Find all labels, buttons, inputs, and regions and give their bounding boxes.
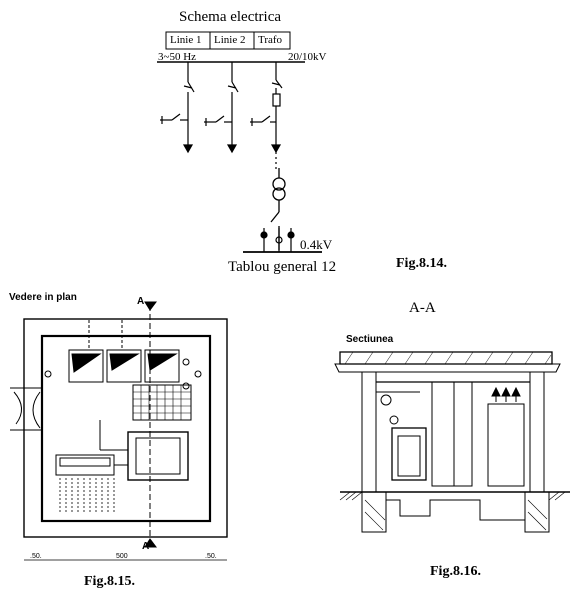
section-roof-hatch [344, 351, 552, 365]
figure-caption-8-14: Fig.8.14. [396, 256, 447, 271]
cell-boxes [165, 31, 291, 50]
dimension-middle: 500 [116, 553, 128, 560]
feeder-trafo [250, 62, 283, 170]
lv-outgoing [260, 228, 295, 252]
cell-label-linie2: Linie 2 [214, 34, 246, 46]
schema-title: Schema electrica [179, 9, 282, 25]
plan-crosshatch [133, 385, 191, 420]
section-view [334, 351, 570, 533]
plan-cable-lines [59, 478, 115, 512]
cell-label-linie1: Linie 1 [170, 34, 202, 46]
feeder-linie2 [204, 62, 239, 154]
dimension-right: .50. [205, 553, 217, 560]
section-ground-hatch [339, 491, 566, 531]
lv-voltage-label: 0.4kV [300, 237, 333, 252]
frequency-label: 3~50 Hz [158, 51, 197, 63]
section-mark-bottom: A [142, 541, 150, 552]
section-mark-top: A [137, 296, 145, 307]
hv-voltage-label: 20/10kV [288, 51, 327, 63]
figure-caption-8-15: Fig.8.15. [84, 574, 135, 589]
feeder-linie1 [160, 62, 195, 154]
cell-box-trafo [253, 31, 291, 50]
dimension-left: .50. [30, 553, 42, 560]
figure-caption-8-16: Fig.8.16. [430, 564, 481, 579]
cell-label-trafo: Trafo [258, 34, 283, 46]
panel-label: Tablou general 12 [228, 259, 337, 275]
section-heading: A-A [409, 300, 436, 316]
plan-view [10, 301, 228, 548]
section-title: Sectiunea [346, 334, 394, 345]
plan-title: Vedere in plan [9, 292, 77, 303]
